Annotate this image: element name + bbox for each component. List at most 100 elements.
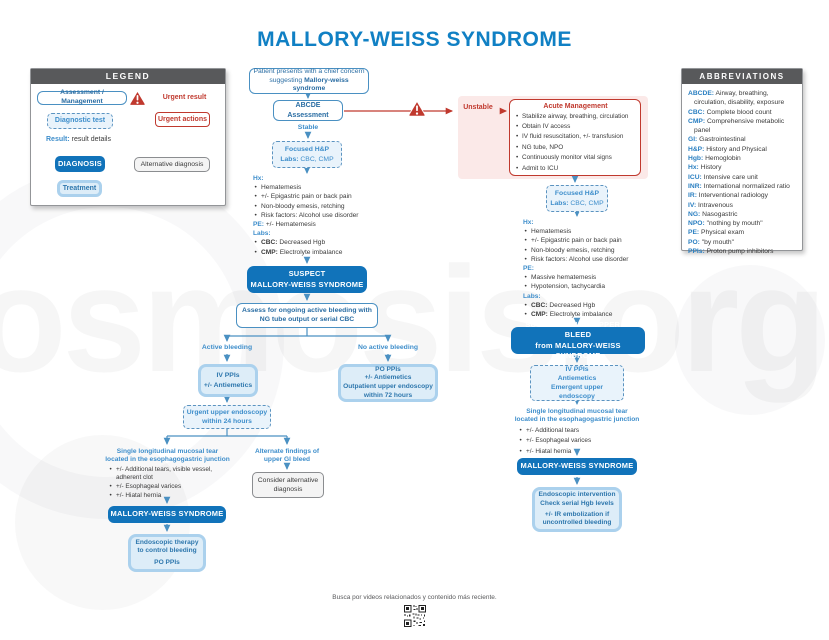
labs-label: Labs:: [523, 292, 541, 300]
suspect-line2: from MALLORY-WEISS SYNDROME: [535, 340, 621, 360]
labs-item: CMP: Electrolyte imbalance: [253, 248, 383, 257]
labs-list: CBC: Decreased Hgb CMP: Electrolyte imba…: [523, 301, 653, 320]
labs-list: CBC: Decreased Hgb CMP: Electrolyte imba…: [253, 238, 383, 257]
labs-label: Labs:: [253, 230, 271, 238]
unstable-label: Unstable: [463, 104, 493, 111]
legend-treatment-label: Treatment: [62, 184, 97, 192]
legend-assessment-box: Assessment / Management: [37, 89, 127, 105]
alternate-findings-header: Alternate findings of upper GI bleed: [254, 448, 320, 463]
acute-management-box: Acute Management Stabilize airway, breat…: [509, 99, 641, 176]
hx-list: Hematemesis +/- Epigastric pain or back …: [523, 227, 653, 264]
po-ppis-line: Outpatient upper endoscopy within 72 hou…: [343, 383, 433, 399]
patient-presentation-box: Patient presents with a chief concern su…: [249, 68, 369, 94]
hx-item: +/- Epigastric pain or back pain: [523, 236, 653, 245]
hx-label: Hx:: [253, 175, 264, 182]
acute-item: NG tube, NPO: [515, 144, 636, 151]
focused-hp-box-right: Focused H&P Labs: CBC, CMP: [546, 185, 608, 212]
suspect-line1: SUSPECT: [288, 269, 326, 279]
tear-header-left: Single longitudinal mucosal tear located…: [105, 448, 230, 463]
pe-label: PE:: [523, 265, 534, 273]
focused-hp-title: Focused H&P: [554, 190, 600, 198]
focused-hp-labs: Labs: CBC, CMP: [550, 199, 604, 207]
ppis-line: IV PPIs: [565, 365, 589, 373]
legend-diagnostic-test-box: Diagnostic test: [47, 113, 113, 129]
abbr-item: GI: Gastrointestinal: [688, 136, 746, 144]
legend-treatment-box: Treatment: [57, 180, 102, 197]
labs-item: CMP: Electrolyte imbalance: [523, 310, 653, 319]
abbr-item: ABCDE: Airway, breathing, circulation, d…: [688, 90, 785, 107]
legend-header: LEGEND: [31, 69, 225, 84]
acute-item: IV fluid resuscitation, +/- transfusion: [515, 133, 636, 140]
hx-item: +/- Epigastric pain or back pain: [253, 192, 383, 201]
abbreviations-header: ABBREVIATIONS: [682, 69, 802, 84]
right-findings-section: Hx: Hematemesis +/- Epigastric pain or b…: [523, 218, 653, 319]
abbr-item: CBC: Complete blood count: [688, 108, 772, 116]
active-bleeding-label: Active bleeding: [201, 344, 253, 351]
acute-management-title: Acute Management: [543, 103, 608, 110]
legend-urgent-actions-box: Urgent actions: [155, 112, 210, 127]
endoscopic-intervention-box: Endoscopic intervention Check serial Hgb…: [532, 487, 622, 532]
treatment-line: Endoscopic therapy to control bleeding: [135, 538, 199, 555]
abbr-item: ICU: Intensive care unit: [688, 173, 758, 181]
suspect-mws-box: SUSPECT MALLORY-WEISS SYNDROME: [247, 266, 367, 293]
treatment-line: +/- IR embolization if uncontrolled blee…: [542, 510, 612, 527]
abbr-item: CMP: Comprehensive metabolic panel: [688, 117, 785, 135]
focused-hp-labs: Labs: CBC, CMP: [280, 155, 334, 163]
labs-item: CBC: Decreased Hgb: [523, 301, 653, 310]
mws-diagnosis-label: MALLORY-WEISS SYNDROME: [520, 461, 634, 471]
abbr-item: PO: "by mouth": [688, 238, 735, 246]
abbr-item: NPO: "nothing by mouth": [688, 220, 763, 228]
legend-alternative-label: Alternative diagnosis: [140, 160, 204, 168]
legend-alternative-box: Alternative diagnosis: [134, 157, 210, 172]
suspect-gi-bleed-box: SUSPECT ACUTE UPPER GI BLEED from MALLOR…: [511, 320, 645, 360]
po-ppis-box: PO PPIs +/- Antiemetics Outpatient upper…: [338, 364, 438, 402]
urgent-endoscopy-label: Urgent upper endoscopy within 24 hours: [186, 408, 268, 425]
abcde-assessment-box: ABCDE Assessment: [273, 100, 343, 121]
abbr-item: NG: Nasogastric: [688, 210, 738, 218]
patient-presentation-text: Patient presents with a chief concern su…: [253, 67, 365, 93]
legend-result-label: Result:: [46, 136, 70, 143]
acute-management-list: Stabilize airway, breathing, circulation…: [515, 113, 636, 176]
stable-label: Stable: [297, 124, 319, 131]
ppis-line: Emergent upper endoscopy: [550, 384, 604, 401]
tear-item: +/- Esophageal varices: [518, 436, 638, 446]
focused-hp-title: Focused H&P: [284, 146, 330, 154]
mws-diagnosis-label: MALLORY-WEISS SYNDROME: [110, 509, 224, 519]
qr-code: [404, 605, 426, 627]
hx-item: Risk factors: Alcohol use disorder: [253, 211, 383, 220]
abbr-item: INR: International normalized ratio: [688, 182, 790, 190]
hx-list: Hematemesis +/- Epigastric pain or back …: [253, 183, 383, 220]
tear-list: +/- Additional tears, visible vessel, ad…: [108, 466, 228, 500]
legend-urgent-result-label: Urgent result: [162, 94, 207, 101]
legend-diagnosis-label: DIAGNOSIS: [58, 158, 102, 168]
tear-list: +/- Additional tears +/- Esophageal vari…: [518, 426, 638, 457]
po-ppis-line: +/- Antiemetics: [364, 374, 412, 382]
labs-item: CBC: Decreased Hgb: [253, 238, 383, 247]
legend-urgent-actions-label: Urgent actions: [157, 116, 207, 123]
tear-header-right: Single longitudinal mucosal tear located…: [514, 408, 640, 423]
page-title: MALLORY-WEISS SYNDROME: [257, 28, 572, 51]
abbr-item: PE: Physical exam: [688, 229, 745, 237]
hx-item: Non-bloody emesis, retching: [253, 202, 383, 211]
abcde-assessment-label: ABCDE Assessment: [287, 102, 329, 119]
tear-item: +/- Additional tears: [518, 426, 638, 436]
abbr-item: H&P: History and Physical: [688, 145, 767, 153]
mws-diagnosis-box-left: MALLORY-WEISS SYNDROME: [108, 506, 226, 523]
pe-list: Massive hematemesis Hypotension, tachyca…: [523, 273, 653, 292]
endoscopic-therapy-box: Endoscopic therapy to control bleeding P…: [128, 534, 206, 572]
hx-item: Non-bloody emesis, retching: [523, 246, 653, 255]
tear-findings-left: +/- Additional tears, visible vessel, ad…: [108, 466, 228, 502]
abbr-item: IV: Intravenous: [688, 201, 733, 209]
abbreviations-list: ABCDE: Airway, breathing, circulation, d…: [682, 84, 802, 261]
acute-item: Continuously monitor vital signs: [515, 154, 636, 161]
abbr-item: Hx: History: [688, 164, 722, 172]
warning-icon: [408, 100, 426, 117]
abbr-item: IR: Interventional radiology: [688, 192, 768, 200]
urgent-endoscopy-box: Urgent upper endoscopy within 24 hours: [183, 405, 271, 429]
hx-item: Hematemesis: [253, 183, 383, 192]
po-ppis-line: PO PPIs: [375, 365, 401, 373]
left-findings-section: Hx: Hematemesis +/- Epigastric pain or b…: [253, 174, 383, 257]
iv-ppis-line: +/- Antiemetics: [203, 381, 253, 389]
pe-item: Hypotension, tachycardia: [523, 282, 653, 291]
